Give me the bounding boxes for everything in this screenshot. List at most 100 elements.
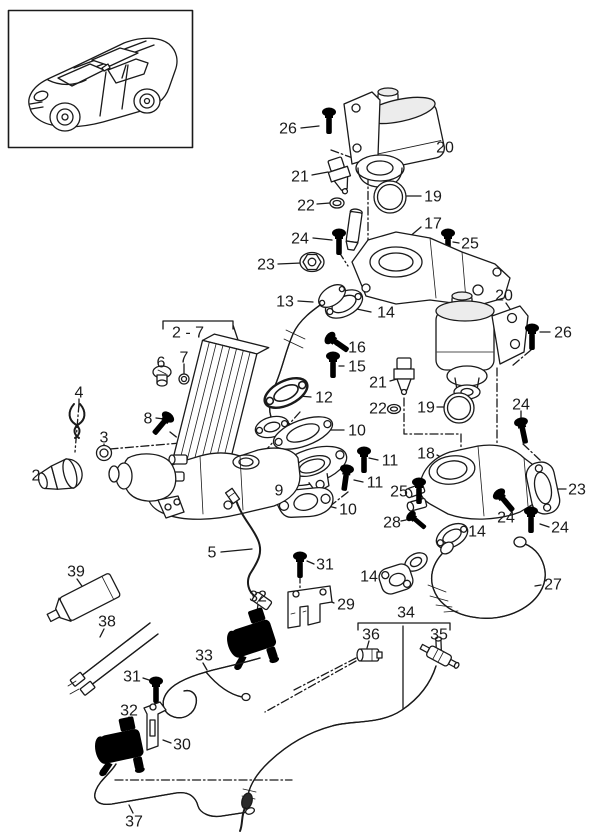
clip-36 <box>356 648 383 662</box>
diagram-artwork <box>7 9 567 832</box>
part-label-35[interactable]: 35 <box>430 627 448 644</box>
part-label-19[interactable]: 19 <box>417 400 435 417</box>
part-label-5[interactable]: 5 <box>208 545 217 562</box>
part-label-31[interactable]: 31 <box>316 557 334 574</box>
sensor-21b <box>393 357 415 396</box>
part-label-32[interactable]: 32 <box>120 703 138 720</box>
screw-28 <box>404 508 430 533</box>
part-label-31[interactable]: 31 <box>123 669 141 686</box>
car-icon <box>28 37 178 132</box>
part-label-16[interactable]: 16 <box>348 340 366 357</box>
wiring-harness-34 <box>239 665 437 832</box>
part-label-11[interactable]: 11 <box>382 453 399 470</box>
part-label-24[interactable]: 24 <box>291 231 309 248</box>
part-label-24[interactable]: 24 <box>512 397 530 414</box>
hose-33 <box>162 657 261 719</box>
part-label-18[interactable]: 18 <box>417 446 435 463</box>
part-label-39[interactable]: 39 <box>67 564 85 581</box>
retaining-clip-4 <box>68 403 86 439</box>
flange-23b <box>525 461 561 515</box>
part-label-10[interactable]: 10 <box>348 423 366 440</box>
part-label-13[interactable]: 13 <box>276 294 294 311</box>
part-label-10[interactable]: 10 <box>339 502 357 519</box>
part-label-28[interactable]: 28 <box>383 515 401 532</box>
stud-boss <box>345 208 363 251</box>
part-label-14[interactable]: 14 <box>468 524 486 541</box>
part-label-22[interactable]: 22 <box>369 401 387 418</box>
hose-37 <box>94 763 256 818</box>
plug-6 <box>152 365 172 387</box>
screw-26b <box>525 323 539 350</box>
o-ring-19a <box>373 180 407 214</box>
housing-17 <box>351 231 511 307</box>
sensor-5 <box>224 487 273 611</box>
gasket-10a <box>272 416 334 450</box>
part-label-14[interactable]: 14 <box>377 305 395 322</box>
egr-valve-2 <box>435 291 529 400</box>
check-valve-35 <box>419 636 460 669</box>
part-label-20[interactable]: 20 <box>495 288 513 305</box>
part-label-2[interactable]: 2 <box>32 468 41 485</box>
part-label-25[interactable]: 25 <box>390 484 408 501</box>
part-label-23[interactable]: 23 <box>568 482 586 499</box>
egr-cooler-assembly <box>108 333 301 520</box>
sensor-21a <box>327 156 352 195</box>
coolant-hose-27 <box>427 536 546 619</box>
part-label-34[interactable]: 34 <box>397 605 415 622</box>
part-label-20[interactable]: 20 <box>436 140 454 157</box>
screw-24d <box>524 506 538 533</box>
part-label-14[interactable]: 14 <box>360 569 378 586</box>
vehicle-thumbnail <box>7 9 194 149</box>
part-label-29[interactable]: 29 <box>337 597 355 614</box>
part-label-7[interactable]: 7 <box>180 350 189 367</box>
part-label-24[interactable]: 24 <box>551 520 569 537</box>
part-label-36[interactable]: 36 <box>362 627 380 644</box>
part-label-11[interactable]: 11 <box>367 475 384 492</box>
part-label-12[interactable]: 12 <box>315 390 333 407</box>
part-label-4[interactable]: 4 <box>75 385 84 402</box>
part-label-33[interactable]: 33 <box>195 648 213 665</box>
solenoid-valve-32b <box>88 715 148 782</box>
part-label-2-7[interactable]: 2 - 7 <box>172 325 204 342</box>
screw-15 <box>326 351 340 378</box>
part-label-22[interactable]: 22 <box>297 198 315 215</box>
bracket-29 <box>287 585 333 629</box>
screw-11a <box>357 446 371 473</box>
part-label-26[interactable]: 26 <box>279 121 297 138</box>
part-label-21[interactable]: 21 <box>369 375 387 392</box>
o-ring-22a <box>329 197 345 209</box>
part-label-24[interactable]: 24 <box>497 510 515 527</box>
o-ring-22b <box>386 403 402 415</box>
part-label-26[interactable]: 26 <box>554 325 572 342</box>
part-label-8[interactable]: 8 <box>144 411 153 428</box>
screw-31b <box>149 676 163 703</box>
part-label-21[interactable]: 21 <box>291 169 309 186</box>
part-label-6[interactable]: 6 <box>157 355 166 372</box>
straps-38 <box>67 622 159 696</box>
sealant-tube-39 <box>46 573 121 623</box>
part-label-23[interactable]: 23 <box>257 257 275 274</box>
part-label-19[interactable]: 19 <box>424 189 442 206</box>
gasket-14c <box>378 563 414 595</box>
part-label-27[interactable]: 27 <box>544 577 562 594</box>
part-label-15[interactable]: 15 <box>348 359 366 376</box>
part-label-37[interactable]: 37 <box>125 814 143 831</box>
solenoid-valve-32a <box>219 606 283 676</box>
part-label-38[interactable]: 38 <box>98 614 116 631</box>
screw-24a <box>332 228 346 255</box>
fitting-2 <box>37 458 83 490</box>
part-label-30[interactable]: 30 <box>173 737 191 754</box>
screw-26a <box>322 107 336 134</box>
part-label-9[interactable]: 9 <box>275 483 284 500</box>
part-label-25[interactable]: 25 <box>461 236 479 253</box>
part-label-32[interactable]: 32 <box>249 589 267 606</box>
seal-ring-7 <box>178 373 190 385</box>
screw-31a <box>293 551 307 578</box>
part-label-3[interactable]: 3 <box>100 430 109 447</box>
part-label-17[interactable]: 17 <box>424 216 442 233</box>
gasket-12-highlighted <box>263 377 309 409</box>
flange-small <box>404 552 428 572</box>
bracket-30 <box>143 701 167 751</box>
